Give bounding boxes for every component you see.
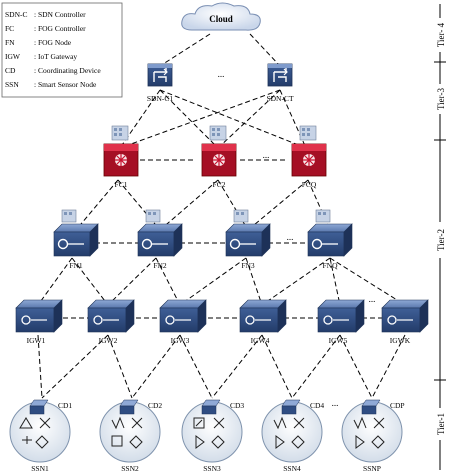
ssn-4-label: SSN4 [283,464,301,473]
tier-labels: Tier- 4 Tier-3 Tier-2 Tier-1 [431,18,449,440]
iot-gateway-4-label: IGW4 [251,336,270,345]
iot-gateway-6-label: IGWK [390,336,411,345]
sdn-controller-1-label: SDN-C1 [147,94,174,103]
legend-desc-6: : Smart Sensor Node [34,80,97,89]
cloud-label: Cloud [209,14,233,24]
ssn-2-label: SSN2 [121,464,139,473]
ssn-5-label: SSNP [363,464,381,473]
cd-2-label: CD2 [148,401,162,410]
fc-ellipsis: ... [263,150,270,160]
fog-node-1 [53,209,99,257]
fog-node-3 [225,209,271,257]
iot-gateway-6 [381,299,429,333]
sensor-cluster-2 [99,399,161,463]
fn-ellipsis: ... [287,232,294,242]
connection-lines [37,33,406,399]
legend-abbr-2: FC [5,24,14,33]
fog-node-2-label: FN2 [153,261,167,270]
iot-gateway-5 [317,299,365,333]
cd-ellipsis: ... [332,398,339,408]
ssn-1-label: SSN1 [31,464,49,473]
iot-gateway-2-label: IGW2 [99,336,118,345]
fog-node-3-label: FN3 [241,261,255,270]
iot-gateway-1 [15,299,63,333]
fog-node-2 [137,209,183,257]
legend-desc-2: : FOG Controller [34,24,86,33]
sensor-cluster-5 [341,399,403,463]
igw-ellipsis: ... [369,294,376,304]
fog-controller-1-label: FC1 [115,180,128,189]
cd-4-label: CD4 [310,401,324,410]
sdn-controller-2 [267,63,293,87]
legend-desc-1: : SDN Controller [34,10,86,19]
sensor-cluster-4 [261,399,323,463]
fog-controller-3-label: FCQ [302,180,317,189]
iot-gateway-2 [87,299,135,333]
legend-abbr-1: SDN-C [5,10,28,19]
legend-desc-3: : FOG Node [34,38,72,47]
tier-1-label: Tier-1 [436,413,446,435]
legend-abbr-4: IGW [5,52,21,61]
legend-desc-5: : Coordinating Device [34,66,101,75]
sensor-cluster-1 [9,399,71,463]
fog-node-4 [307,209,353,257]
iot-gateway-4 [239,299,287,333]
iot-gateway-1-label: IGW1 [27,336,46,345]
fog-node-4-label: FNQ [322,261,338,270]
fog-controller-2 [201,125,237,177]
cloud-icon: Cloud [181,2,261,31]
fog-node-1-label: FN1 [69,261,83,270]
sensor-cluster-3 [181,399,243,463]
iot-gateway-3 [159,299,207,333]
ssn-3-label: SSN3 [203,464,221,473]
legend-desc-4: : IoT Gateway [34,52,77,61]
legend-abbr-3: FN [5,38,15,47]
cd-5-label: CDP [390,401,405,410]
sdn-ellipsis: ... [218,69,225,79]
tier-3-label: Tier-3 [436,88,446,110]
legend: SDN-C : SDN Controller FC : FOG Controll… [1,2,123,98]
sdn-controller-2-label: SDN-CT [266,94,294,103]
iot-gateway-3-label: IGW3 [171,336,190,345]
iot-gateway-5-label: IGW5 [329,336,348,345]
fog-controller-3 [291,125,327,177]
cd-3-label: CD3 [230,401,244,410]
sdn-controller-1 [147,63,173,87]
tier-2-label: Tier-2 [436,229,446,251]
tier-4-label: Tier- 4 [436,22,446,47]
cd-1-label: CD1 [58,401,72,410]
fog-controller-2-label: FC2 [213,180,226,189]
legend-abbr-6: SSN [5,80,19,89]
fog-controller-1 [103,125,139,177]
legend-abbr-5: CD [5,66,16,75]
